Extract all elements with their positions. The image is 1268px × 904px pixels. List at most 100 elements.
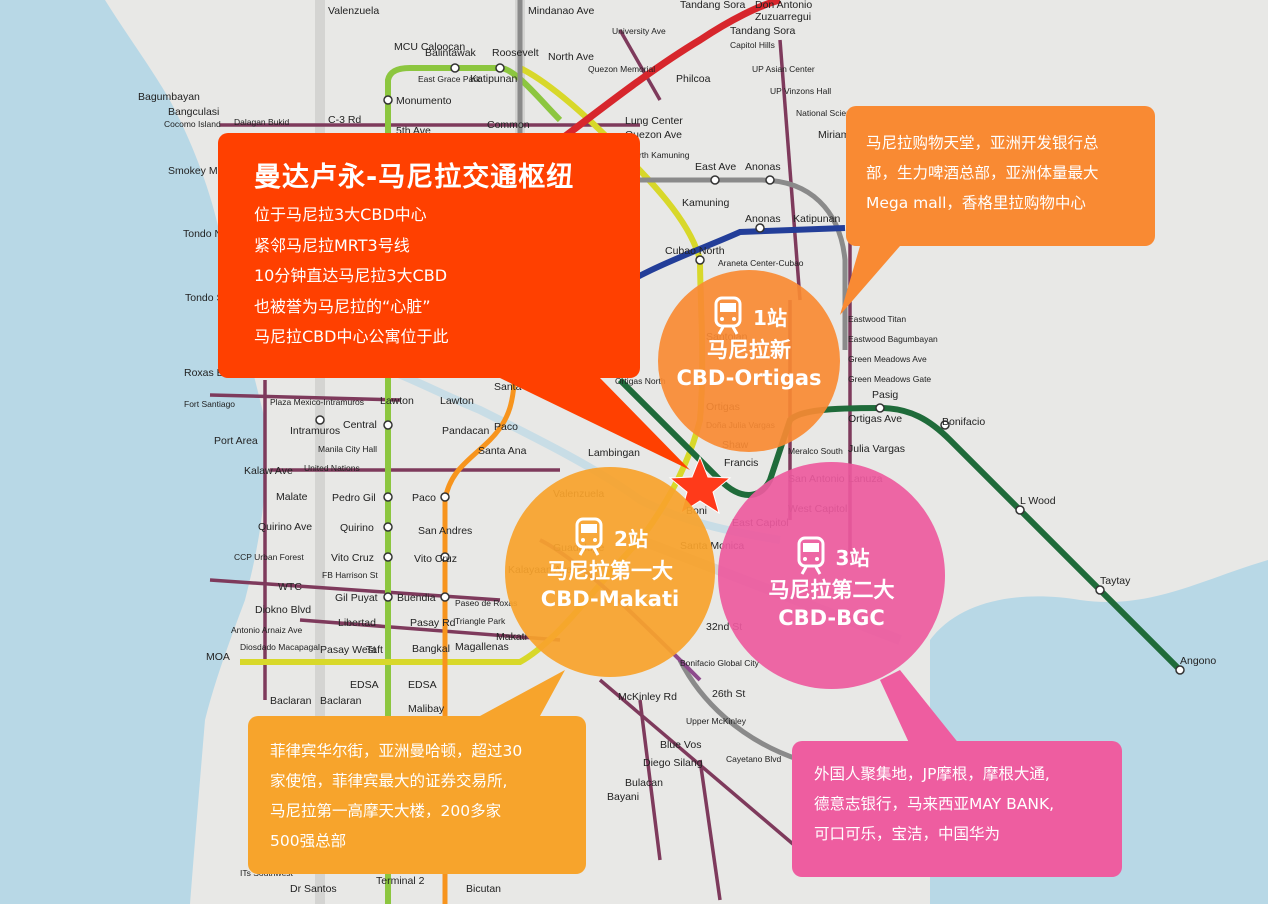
map-station-label: Roosevelt: [492, 47, 539, 59]
map-station-label: Kamuning: [682, 197, 729, 209]
map-station-label: Eastwood Titan: [848, 314, 906, 324]
map-station-label: UP Asian Center: [752, 64, 815, 74]
map-station-label: Bangkal: [412, 643, 450, 655]
map-station-label: Green Meadows Ave: [848, 354, 927, 364]
map-station-label: Dr Santos: [290, 883, 337, 895]
map-station-label: Quezon Memorial: [588, 64, 655, 74]
station-ortigas[interactable]: 1站 马尼拉新 CBD-Ortigas: [658, 270, 840, 452]
station-number: 2站: [614, 526, 648, 551]
map-station-label: Bicutan: [466, 883, 501, 895]
map-station-label: Lambingan: [588, 447, 640, 459]
info-line: 部，生力啤酒总部，亚洲体量最大: [866, 164, 1099, 182]
map-station-label: Lawton: [380, 395, 414, 407]
map-station-label: Meralco South: [788, 446, 843, 456]
map-station-label: Malate: [276, 491, 308, 503]
map-station-label: Julia Vargas: [848, 443, 905, 455]
ortigas-info-card: 马尼拉购物天堂，亚洲开发银行总 部，生力啤酒总部，亚洲体量最大 Mega mal…: [846, 106, 1155, 246]
map-station-label: Bulacan: [625, 777, 663, 789]
map-station-label: McKinley Rd: [618, 691, 677, 703]
hub-line: 位于马尼拉3大CBD中心: [254, 205, 427, 224]
hub-line: 紧邻马尼拉MRT3号线: [254, 235, 410, 255]
map-station-label: National Scien: [796, 108, 851, 118]
info-line: 500强总部: [270, 832, 347, 850]
station-makati[interactable]: 2站 马尼拉第一大 CBD-Makati: [505, 467, 715, 677]
map-station-label: Taytay: [1100, 575, 1131, 587]
map-station-label: Katipunan: [793, 213, 840, 225]
hub-card: 曼达卢永-马尼拉交通枢纽 位于马尼拉3大CBD中心 紧邻马尼拉MRT3号线 10…: [218, 133, 640, 378]
station-bgc[interactable]: 3站 马尼拉第二大 CBD-BGC: [718, 462, 945, 689]
hub-title: 曼达卢永-马尼拉交通枢纽: [254, 162, 575, 193]
map-station-label: Diokno Blvd: [255, 604, 311, 616]
map-station-label: UP Vinzons Hall: [770, 86, 831, 96]
map-station-label: Gil Puyat: [335, 592, 378, 604]
map-station-label: United Nations: [304, 463, 360, 473]
map-station-label: EDSA: [350, 679, 379, 691]
map-station-label: Magallenas: [455, 641, 509, 653]
map-station-label: MOA: [206, 651, 230, 663]
info-line: 菲律宾华尔街，亚洲曼哈顿，超过30: [270, 742, 523, 760]
map-station-label: Kalaw Ave: [244, 465, 293, 477]
map-station-label: Don Antonio: [755, 0, 812, 11]
map-station-label: Bangculasi: [168, 106, 219, 118]
map-station-label: Buendia: [397, 592, 436, 604]
station-name: 马尼拉第一大: [547, 559, 673, 583]
station-cbd: CBD-Makati: [540, 587, 680, 611]
map-station-label: Baclaran: [270, 695, 312, 707]
map-station-label: Tandang Sora: [680, 0, 746, 11]
map-station-label: Angono: [1180, 655, 1216, 667]
map-station-label: Baclaran: [320, 695, 362, 707]
green-line-4: [617, 377, 1183, 673]
hub-line: 马尼拉CBD中心公寓位于此: [254, 327, 449, 346]
map-station-label: CCP Urban Forest: [234, 552, 304, 562]
map-station-label: Pasig: [872, 389, 898, 401]
map-station-label: East Grace Park: [418, 74, 481, 84]
hub-line: 10分钟直达马尼拉3大CBD: [254, 266, 448, 285]
map-station-label: East Ave: [695, 161, 736, 173]
info-line: 马尼拉购物天堂，亚洲开发银行总: [866, 134, 1099, 152]
station-number: 3站: [835, 545, 870, 570]
map-station-label: Zuzuarregui: [755, 11, 811, 23]
bgc-info-card: 外国人聚集地，JP摩根，摩根大通, 德意志银行，马来西亚MAY BANK, 可口…: [792, 741, 1122, 877]
map-station-label: WTC: [278, 581, 302, 593]
map-station-label: C-3 Rd: [328, 114, 361, 126]
info-line: 马尼拉第一高摩天大楼，200多家: [270, 802, 502, 820]
map-station-label: Malibay: [408, 703, 445, 715]
map-station-label: Pedro Gil: [332, 492, 376, 504]
map-station-label: Antonio Arnaiz Ave: [231, 625, 302, 635]
map-station-label: Green Meadows Gate: [848, 374, 931, 384]
map-station-label: Triangle Park: [455, 616, 506, 626]
map-station-label: Paco: [494, 421, 518, 433]
map-station-label: Pasay Rd: [410, 617, 456, 629]
map-station-label: Valenzuela: [328, 5, 379, 17]
map-station-label: Miriam: [818, 129, 850, 141]
manila-bay: [0, 0, 266, 904]
map-station-label: Araneta Center-Cubao: [718, 258, 804, 268]
map-station-label: Cocomo Island: [164, 119, 221, 129]
map-station-label: Pasay West: [320, 644, 376, 656]
map-station-label: Katipunan: [470, 73, 517, 85]
makati-info-card: 菲律宾华尔街，亚洲曼哈顿，超过30 家使馆，菲律宾最大的证券交易所, 马尼拉第一…: [248, 716, 586, 874]
map-station-label: Common: [487, 119, 530, 131]
station-cbd: CBD-BGC: [778, 606, 885, 630]
train-icon: [575, 517, 603, 556]
map-station-label: Makati: [496, 631, 527, 643]
map-station-label: Philcoa: [676, 73, 711, 85]
map-station-label: Quirino: [340, 522, 374, 534]
hub-line: 也被誉为马尼拉的“心脏”: [254, 296, 431, 316]
map-station-label: Intramuros: [290, 425, 340, 437]
map-station-label: Upper McKinley: [686, 716, 747, 726]
station-name: 马尼拉新: [707, 338, 791, 362]
map-station-label: Vito Cruz: [331, 552, 374, 564]
map-station-label: North Ave: [548, 51, 594, 63]
map-station-label: Taft: [366, 644, 383, 656]
map-station-label: Anonas: [745, 161, 781, 173]
map-station-label: EDSA: [408, 679, 437, 691]
map-station-label: Anonas: [745, 213, 781, 225]
station-name: 马尼拉第二大: [768, 578, 895, 602]
map-station-label: Tandang Sora: [730, 25, 796, 37]
map-station-label: Central: [343, 419, 377, 431]
info-line: 家使馆，菲律宾最大的证券交易所,: [270, 772, 508, 790]
